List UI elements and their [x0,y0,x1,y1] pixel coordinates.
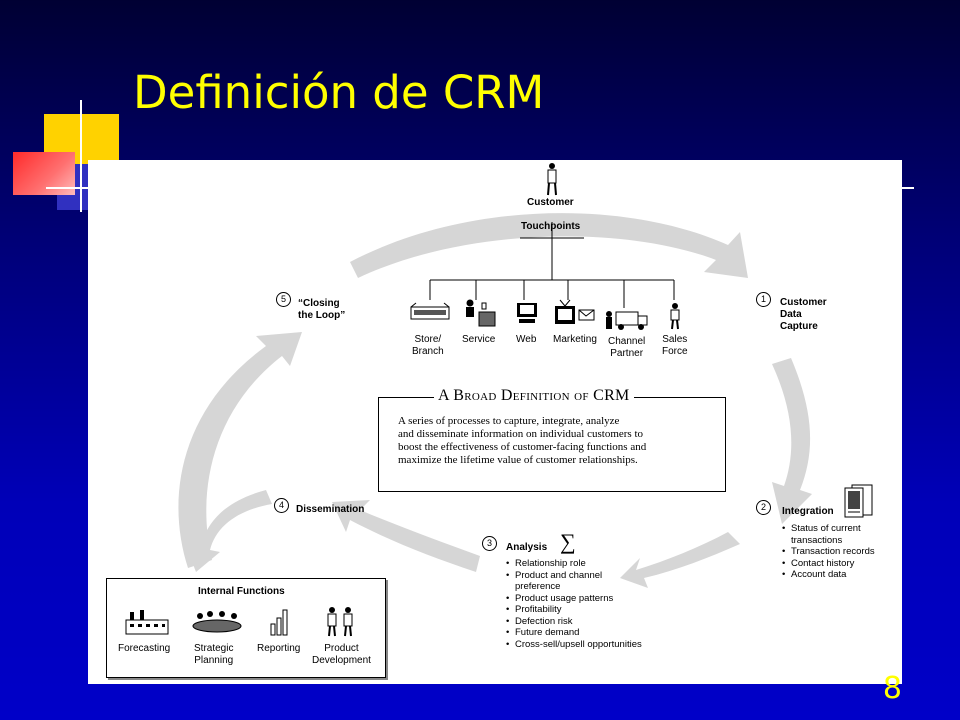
marketing-icon [555,299,595,324]
list-item: Transaction records [782,546,892,558]
customer-icon [547,163,557,196]
list-item: Product usage patterns [506,593,666,605]
arrow-top [350,213,748,278]
arrow-right [772,358,812,524]
product-development-icon [327,607,353,637]
store-icon [410,302,450,320]
list-item: Profitability [506,604,666,616]
factory-icon [125,610,169,635]
list-item: Account data [782,569,892,581]
definition-text: A series of processes to capture, integr… [398,415,647,466]
step-1-number: 1 [756,292,771,307]
touchpoint-sales-force: Sales Force [662,334,688,357]
decor-vertical-line [80,100,82,212]
step-closing-label: “Closing the Loop” [298,298,346,321]
arrow-left-upper [178,332,302,568]
internal-item-forecasting: Forecasting [118,643,171,654]
touchpoint-channel-partner: Channel Partner [608,336,646,359]
server-icon [844,484,873,518]
service-icon [466,299,496,327]
step-dissemination-label: Dissemination [296,504,365,515]
sales-force-icon [670,303,680,330]
step-3-number: 3 [482,536,497,551]
list-item: Defection risk [506,616,666,628]
step-2-number: 2 [756,500,771,515]
touchpoint-store: Store/ Branch [412,334,444,357]
web-icon [517,303,537,323]
touchpoints-label: Touchpoints [521,221,581,232]
touchpoint-marketing: Marketing [553,334,597,345]
analysis-list: Relationship role Product and channel pr… [506,558,666,650]
list-item: Relationship role [506,558,666,570]
channel-partner-icon [606,311,648,330]
meeting-icon [192,611,242,633]
list-item: Cross-sell/upsell opportunities [506,639,666,651]
internal-item-product-development: Product Development [312,643,371,666]
cycle-arrows [178,213,812,588]
definition-title: A Broad Definition of CRM [434,386,634,406]
bar-chart-icon [270,609,288,636]
step-analysis-label: Analysis [506,542,548,553]
step-4-number: 4 [274,498,289,513]
integration-list: Status of current transactions Transacti… [782,523,892,581]
list-item: Product and channel preference [506,570,666,593]
touchpoint-web: Web [516,334,537,345]
step-capture-label: Customer Data Capture [780,297,827,332]
sigma-symbol: ∑ [560,529,576,554]
internal-functions-box [106,578,386,678]
internal-item-strategic-planning: Strategic Planning [194,643,234,666]
list-item: Status of current transactions [782,523,892,546]
arrow-bottom [332,500,480,572]
step-5-number: 5 [276,292,291,307]
page-number: 8 [882,671,902,706]
customer-label: Customer [527,197,574,208]
touchpoint-service: Service [462,334,496,345]
internal-item-reporting: Reporting [257,643,301,654]
list-item: Contact history [782,558,892,570]
list-item: Future demand [506,627,666,639]
slide-title: Definición de CRM [133,66,545,119]
internal-functions-title: Internal Functions [198,586,285,597]
crm-diagram: Customer Touchpoints Store/ Branch [88,160,902,684]
step-integration-label: Integration [782,506,834,517]
